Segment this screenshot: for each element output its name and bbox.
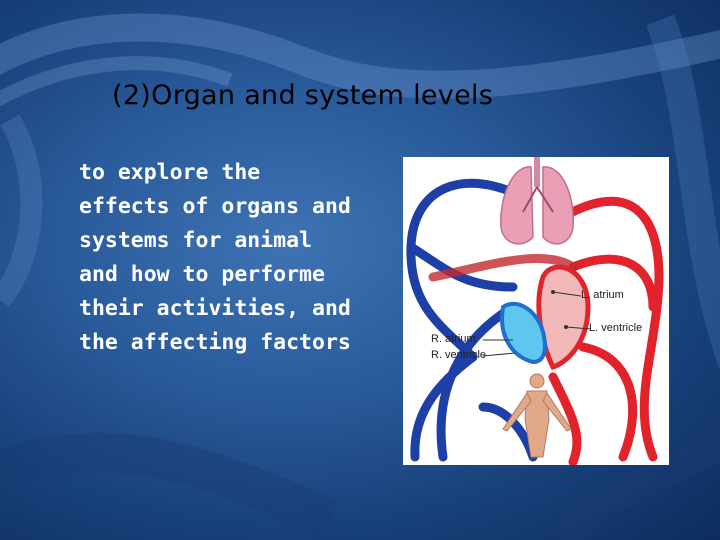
lungs-illustration (500, 157, 574, 245)
label-l-ventricle: L. ventricle (589, 322, 643, 334)
circulatory-system-diagram: L. atrium L. ventricle R. atrium R. vent… (403, 157, 669, 465)
slide-title: (2)Organ and system levels (112, 80, 494, 111)
label-l-atrium: L. atrium (581, 289, 624, 301)
heart-illustration (500, 264, 591, 371)
label-r-atrium: R. atrium (431, 333, 476, 345)
label-r-ventricle: R. ventricle (431, 349, 487, 361)
slide-body-text: to explore the effects of organs and sys… (79, 160, 351, 355)
arterial-vessels (428, 196, 664, 465)
human-figure-illustration (502, 373, 572, 458)
label-leader-lines (482, 291, 592, 357)
